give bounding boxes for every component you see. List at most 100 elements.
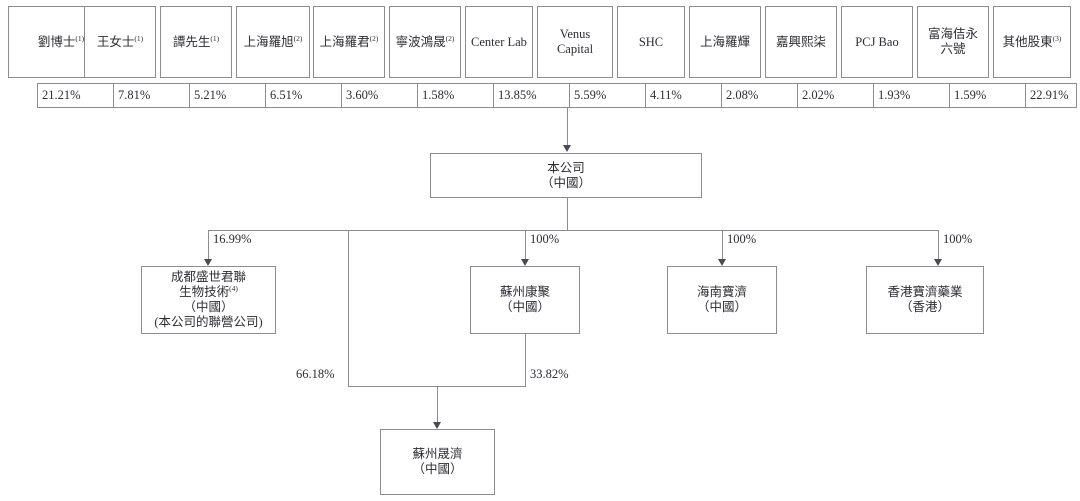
shareholder-percent-cell-9: 2.08% [721, 83, 797, 108]
shareholder-footnote: (2) [369, 33, 379, 43]
shareholder-footnote: (1) [75, 33, 85, 43]
shareholder-box-7: Venus Capital [537, 6, 613, 78]
shareholder-box-8: SHC [617, 6, 685, 78]
shareholder-box-6: Center Lab [465, 6, 533, 78]
shareholder-name: 王女士 [96, 34, 135, 49]
edge-label-chengdu: 16.99% [213, 232, 252, 246]
shareholder-percent-cell-8: 4.11% [645, 83, 721, 108]
subsidiary-box-chengdu: 成都盛世君聯 生物技術(4) （中國） (本公司的聯營公司) [141, 266, 276, 334]
percent-value: 2.02% [802, 88, 835, 102]
shareholder-box-1: 王女士(1) [84, 6, 156, 78]
subsidiary-note: (本公司的聯營公司) [154, 314, 263, 329]
shareholder-name: 富海佶永六號 [927, 27, 978, 56]
percent-value: 5.21% [194, 88, 227, 102]
shareholder-percent-cell-11: 1.93% [873, 83, 949, 108]
subsidiary-name: 蘇州康聚 [499, 285, 550, 300]
shareholder-box-2: 譚先生(1) [160, 6, 232, 78]
percent-value: 13.85% [498, 88, 537, 102]
shareholder-box-11: PCJ Bao [841, 6, 913, 78]
percent-value: 4.11% [650, 88, 682, 102]
shareholder-box-13: 其他股東(3) [993, 6, 1071, 78]
percent-value: 6.51% [270, 88, 303, 102]
shareholder-footnote: (3) [1052, 33, 1062, 43]
shareholder-name: PCJ Bao [855, 34, 899, 49]
shareholder-percent-cell-2: 5.21% [189, 83, 265, 108]
connector-shengji-stem [437, 386, 438, 423]
shareholder-percent-cell-12: 1.59% [949, 83, 1025, 108]
shareholder-box-5: 寧波鴻晟(2) [389, 6, 461, 78]
shareholder-percent-cell-13: 22.91% [1025, 83, 1077, 108]
shareholder-box-9: 上海羅輝 [689, 6, 761, 78]
shareholder-percent-cell-6: 13.85% [493, 83, 569, 108]
shareholder-name: 寧波鴻晟 [395, 34, 446, 49]
edge-label-hongkong-baoji: 100% [943, 232, 973, 246]
shareholder-name: 譚先生 [172, 34, 211, 49]
subsidiary-name: 成都盛世君聯 [170, 270, 246, 285]
shareholder-name: 上海羅輝 [699, 34, 750, 49]
connector-company-stem [567, 198, 568, 230]
shareholder-percent-cell-3: 6.51% [265, 83, 341, 108]
subsidiary-box-hongkong-baoji: 香港寶濟藥業 （香港） [866, 266, 984, 334]
shareholder-percent-cell-5: 1.58% [417, 83, 493, 108]
percent-value: 1.93% [878, 88, 911, 102]
shareholder-box-3: 上海羅旭(2) [236, 6, 310, 78]
shareholder-box-12: 富海佶永六號 [917, 6, 989, 78]
connector-to-hainan-baoji [722, 230, 723, 260]
shareholder-percent-cell-1: 7.81% [113, 83, 189, 108]
percent-value: 1.58% [422, 88, 455, 102]
subsidiary-jurisdiction: （中國） [499, 300, 550, 314]
connector-to-suzhou-kangju [525, 230, 526, 260]
shareholder-name: 嘉興熙柒 [775, 34, 826, 49]
arrow-to-hainan-baoji [718, 259, 726, 266]
connector-to-hongkong-baoji [938, 230, 939, 260]
shareholder-box-10: 嘉興熙柒 [765, 6, 837, 78]
shareholder-name: SHC [638, 34, 664, 49]
percent-value: 7.81% [118, 88, 151, 102]
subsidiary-name-line2: 生物技術 [179, 285, 230, 300]
edge-label-shengji-from-company: 66.18% [296, 367, 335, 381]
company-jurisdiction: （中國） [540, 175, 591, 190]
shareholder-percent-cell-4: 3.60% [341, 83, 417, 108]
subsidiary-jurisdiction: （中國） [412, 462, 463, 476]
percent-value: 21.21% [42, 88, 81, 102]
arrow-to-suzhou-kangju [521, 259, 529, 266]
percent-value: 22.91% [1030, 88, 1069, 102]
company-name: 本公司 [547, 160, 585, 175]
subsidiary-footnote: (4) [229, 284, 238, 294]
connector-distribution-bus [208, 230, 938, 231]
connector-shareholders-to-company [567, 108, 568, 146]
arrow-shareholders-to-company [563, 145, 571, 152]
subsidiary-name: 香港寶濟藥業 [887, 285, 963, 300]
subsidiary-name: 海南寶濟 [696, 285, 747, 300]
shareholder-footnote: (2) [293, 33, 303, 43]
percent-value: 2.08% [726, 88, 759, 102]
subsidiary-box-hainan-baoji: 海南寶濟 （中國） [667, 266, 777, 334]
shareholder-name: Center Lab [471, 34, 527, 49]
shareholder-box-4: 上海羅君(2) [313, 6, 385, 78]
shareholder-footnote: (2) [445, 33, 455, 43]
percent-value: 3.60% [346, 88, 379, 102]
shareholder-percent-cell-7: 5.59% [569, 83, 645, 108]
shareholder-name: 劉博士 [37, 34, 76, 49]
shareholder-percent-cell-10: 2.02% [797, 83, 873, 108]
subsidiary-jurisdiction: （中國） [183, 300, 234, 315]
subsidiary-jurisdiction: （香港） [899, 300, 950, 314]
arrow-to-hongkong-baoji [934, 259, 942, 266]
company-box: 本公司 （中國） [430, 153, 702, 198]
connector-kangju-to-shengji [525, 334, 526, 386]
edge-label-hainan-baoji: 100% [727, 232, 757, 246]
shareholder-footnote: (1) [210, 33, 220, 43]
shareholder-name: Venus Capital [556, 27, 594, 56]
percent-value: 5.59% [574, 88, 607, 102]
shareholder-name: 上海羅君 [319, 34, 370, 49]
subsidiary-box-suzhou-shengji: 蘇州晟濟 （中國） [380, 429, 495, 495]
shareholder-name: 上海羅旭 [243, 34, 294, 49]
shareholder-name: 其他股東 [1002, 34, 1053, 49]
edge-label-suzhou-kangju: 100% [530, 232, 560, 246]
connector-to-chengdu [208, 230, 209, 260]
subsidiary-jurisdiction: （中國） [696, 300, 747, 314]
shareholder-percent-cell-0: 21.21% [37, 83, 113, 108]
percent-value: 1.59% [954, 88, 987, 102]
arrow-to-chengdu [204, 259, 212, 266]
